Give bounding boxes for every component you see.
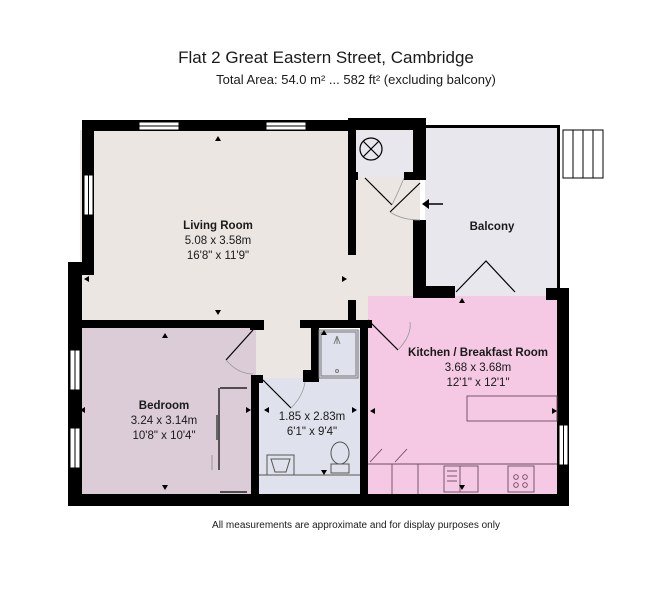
plan-title: Flat 2 Great Eastern Street, Cambridge — [178, 48, 474, 67]
room-metric: 5.08 x 3.58m — [184, 235, 252, 247]
shower-icon — [318, 329, 359, 379]
kitchen-fittings — [368, 395, 558, 494]
disclaimer: All measurements are approximate and for… — [212, 520, 500, 531]
windows — [69, 121, 569, 469]
room-name: Bedroom — [138, 400, 190, 412]
room-label-kitchen: Kitchen / Breakfast Room 3.68 x 3.68m 12… — [408, 346, 548, 391]
total-area: Total Area: 54.0 m² ... 582 ft² (excludi… — [216, 72, 496, 87]
room-metric: 3.68 x 3.68m — [444, 362, 512, 374]
sink-icon — [443, 465, 479, 493]
entrance-arrow-icon — [422, 199, 443, 209]
shower-floor — [318, 330, 361, 378]
dimension-markers — [80, 136, 557, 490]
room-label-bathroom: 1.85 x 2.83m 6'1" x 9'4" — [279, 410, 345, 440]
room-metric: 3.24 x 3.14m — [130, 415, 198, 427]
boiler-icon — [359, 137, 383, 161]
room-imperial: 16'8" x 11'9" — [186, 250, 250, 262]
room-label-bedroom: Bedroom 3.24 x 3.14m 10'8" x 10'4" — [131, 399, 197, 444]
room-label-balcony: Balcony — [470, 220, 515, 235]
room-label-living: Living Room 5.08 x 3.58m 16'8" x 11'9" — [183, 219, 253, 264]
room-imperial: 6'1" x 9'4" — [286, 426, 338, 438]
bathroom-fittings — [259, 441, 360, 476]
bedroom-floor — [78, 328, 256, 494]
room-name: Kitchen / Breakfast Room — [408, 347, 548, 359]
breakfast-bar — [466, 395, 558, 422]
lobby-floor — [355, 175, 420, 320]
kitchen-floor — [368, 296, 558, 494]
basin-icon — [266, 454, 295, 476]
balcony-floor — [425, 128, 557, 296]
cupboard-floor — [356, 132, 413, 177]
external-steps — [562, 129, 604, 179]
room-name: Balcony — [469, 221, 515, 233]
doors — [211, 177, 516, 493]
room-name: Living Room — [183, 220, 253, 232]
room-imperial: 10'8" x 10'4" — [132, 430, 196, 442]
room-imperial: 12'1" x 12'1" — [446, 377, 510, 389]
hob-icon — [507, 465, 535, 493]
room-metric: 1.85 x 2.83m — [278, 411, 346, 423]
